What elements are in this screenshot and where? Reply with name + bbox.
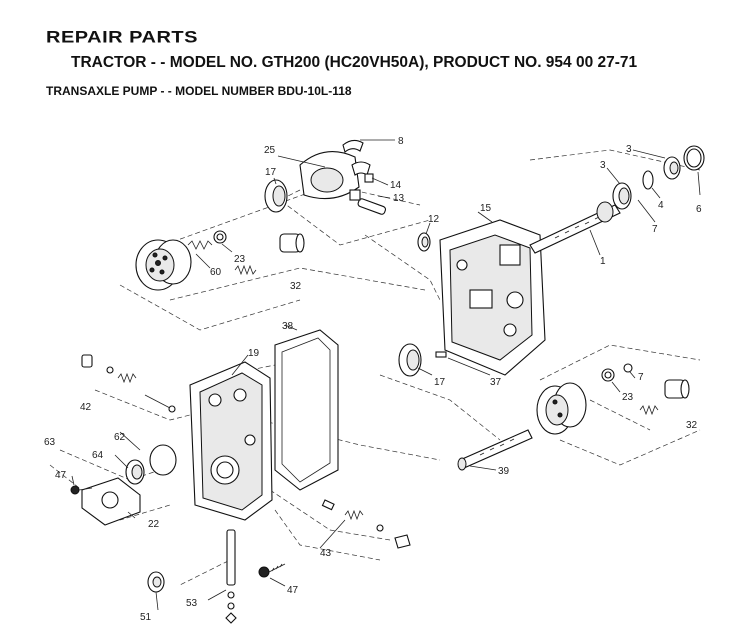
model-line: TRACTOR - - MODEL NO. GTH200 (HC20VH50A)…	[71, 54, 638, 71]
seal-3b	[663, 156, 681, 180]
piston-lower	[664, 379, 690, 399]
page-title: REPAIR PARTS	[46, 28, 198, 47]
relief-valve-43	[321, 499, 411, 549]
callout-17-upper: 17	[265, 167, 277, 178]
callout-64: 64	[92, 450, 104, 461]
callout-labels: 8 25 17 14 13 12 15 3 3 4 6 7 1 23 60 32…	[44, 136, 702, 623]
cylinder-block-upper	[135, 239, 192, 291]
end-plate-19	[189, 361, 273, 521]
callout-47-bottom: 47	[287, 585, 299, 596]
bearing-17-lower	[398, 343, 422, 377]
subassembly-title: TRANSAXLE PUMP - - MODEL NUMBER BDU-10L-…	[46, 84, 352, 98]
control-shaft	[349, 173, 387, 215]
callout-37: 37	[490, 377, 502, 388]
callout-32-lower: 32	[686, 420, 698, 431]
callout-8: 8	[398, 136, 404, 147]
cover-plate-22	[81, 477, 141, 526]
cylinder-block-lower	[536, 382, 587, 435]
pump-housing-15	[439, 219, 546, 376]
callout-4: 4	[658, 200, 664, 211]
charge-pump-62	[149, 444, 177, 476]
callout-17-lower: 17	[434, 377, 446, 388]
callout-51: 51	[140, 612, 152, 623]
callout-3-b: 3	[626, 144, 632, 155]
callout-60: 60	[210, 267, 222, 278]
snap-ring-6	[683, 145, 705, 171]
screw-47-bottom	[258, 563, 286, 578]
callout-25: 25	[264, 145, 276, 156]
callout-22: 22	[148, 519, 160, 530]
callout-15: 15	[480, 203, 492, 214]
callout-7-a: 7	[652, 224, 658, 235]
screw-47-left	[70, 485, 93, 495]
callout-1: 1	[600, 256, 606, 267]
callout-7-b: 7	[638, 372, 644, 383]
callout-53: 53	[186, 598, 198, 609]
output-shaft-39	[457, 429, 533, 471]
check-valve-42	[81, 354, 176, 413]
callout-62: 62	[114, 432, 126, 443]
piston-upper	[279, 233, 305, 253]
callout-19: 19	[248, 348, 260, 359]
leader-lines	[71, 139, 701, 611]
seal-ring-upper	[213, 230, 227, 244]
pin-37	[435, 351, 447, 358]
callout-23-upper: 23	[234, 254, 246, 265]
bearing-17-upper	[264, 179, 288, 213]
callout-43: 43	[320, 548, 332, 559]
gerotor-64	[125, 459, 145, 485]
callout-12: 12	[428, 214, 440, 225]
callout-3-a: 3	[600, 160, 606, 171]
callout-63: 63	[44, 437, 56, 448]
callout-13: 13	[393, 193, 405, 204]
washer-4	[642, 170, 654, 190]
seal-51	[147, 571, 165, 593]
spring-lower	[639, 404, 659, 416]
callout-39: 39	[498, 466, 510, 477]
callout-42: 42	[80, 402, 92, 413]
callout-32-upper: 32	[290, 281, 302, 292]
bearing-3	[612, 182, 632, 210]
gasket-38	[274, 329, 339, 491]
callout-23-lower: 23	[622, 392, 634, 403]
callout-47-left: 47	[55, 470, 67, 481]
seal-12	[417, 232, 431, 252]
callout-6: 6	[696, 204, 702, 215]
callout-38: 38	[282, 321, 294, 332]
callout-14: 14	[390, 180, 402, 191]
swash-plate	[299, 139, 371, 200]
input-shaft	[529, 201, 621, 254]
valve-stem-53	[225, 529, 237, 624]
seal-ring-lower	[601, 363, 633, 382]
spring-upper	[187, 240, 257, 276]
